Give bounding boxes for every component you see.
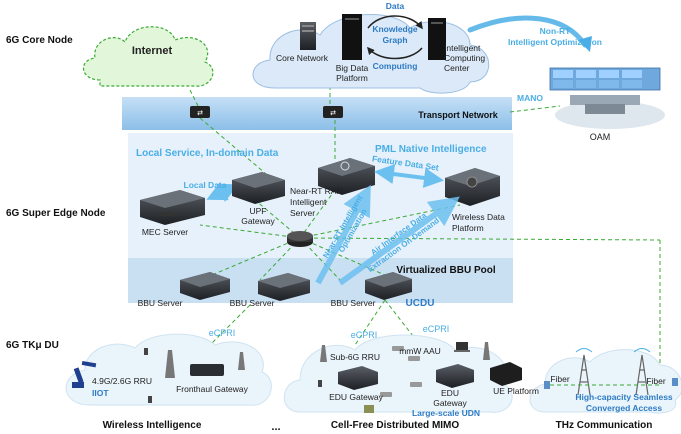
fiber-label-1: Fiber: [550, 374, 570, 384]
layer-label-tk-du: 6G TKμ DU: [6, 340, 59, 351]
tower-icon-1: [577, 354, 591, 396]
mano-label: MANO: [517, 93, 543, 103]
transport-switch-icon-2: ⇄: [323, 106, 343, 118]
non-rt-label-2: Intelligent Optimization: [508, 37, 602, 47]
sub6g-rru-label: Sub-6G RRU: [330, 352, 380, 362]
svg-text:⇄: ⇄: [330, 110, 336, 117]
fronthaul-gateway-label: Fronthaul Gateway: [176, 384, 249, 394]
internet-label: Internet: [132, 45, 173, 57]
oam-label: OAM: [590, 132, 611, 142]
mmw-aau-icon: [380, 346, 422, 397]
fiber-label-2: Fiber: [646, 376, 666, 386]
fiber-node-icon: [544, 378, 678, 389]
wireless-data-platform-label-2: Platform: [452, 223, 484, 233]
non-rt-arrowhead: [578, 36, 592, 52]
phone-icon: [144, 348, 322, 403]
near-rt-label-2: Intelligent: [290, 197, 327, 207]
wireless-intelligence-caption: Wireless Intelligence: [103, 420, 202, 431]
mec-server-icon: [140, 190, 205, 225]
intelligent-center-label-1: Intelligent: [444, 43, 481, 53]
ue-platform-icon: [490, 362, 522, 386]
bbu-server-label-1: BBU Server: [138, 298, 183, 308]
edu-gateway2-label-1: EDU: [441, 388, 459, 398]
mec-server-label: MEC Server: [142, 227, 188, 237]
core-network-server-icon: [300, 22, 316, 50]
intelligent-computing-server-icon: [428, 18, 446, 60]
large-udn-label: Large-scale UDN: [412, 408, 480, 418]
wireless-data-platform-label-1: Wireless Data: [452, 212, 505, 222]
edu-gateway-icon-2: [436, 364, 474, 388]
rru-49-label: 4.9G/2.6G RRU: [92, 376, 152, 386]
edu-gateway-icon-1: [338, 366, 378, 390]
svg-text:⇄: ⇄: [197, 110, 203, 117]
thz-caption-1: High-capacity Seamless: [575, 392, 673, 402]
thz-caption: THz Communication: [556, 420, 653, 431]
cell-free-caption: Cell-Free Distributed MIMO: [331, 420, 460, 431]
computing-label: Computing: [373, 61, 418, 71]
local-data-label: Local Data: [184, 180, 227, 190]
antenna-icon-rru: [165, 342, 490, 378]
edu-gateway2-label-2: Gateway: [433, 398, 467, 408]
layer-label-super-edge: 6G Super Edge Node: [6, 208, 106, 219]
tower-signal-icon: [575, 348, 651, 353]
local-data-arrow: [206, 182, 239, 202]
device-icon: [364, 405, 374, 413]
big-data-label-1: Big Data: [336, 63, 369, 73]
bbu-server-label-3: BBU Server: [331, 298, 376, 308]
internet-cloud: [83, 26, 214, 87]
edge-router-icon: [287, 231, 313, 247]
non-rt-label-1: Non-RT: [540, 26, 571, 36]
ucdu-label: UCDU: [406, 298, 435, 309]
near-rt-label-3: Server: [290, 208, 315, 218]
air-interface-arrow: [338, 196, 460, 286]
non-rt-arrow: [467, 15, 588, 48]
transport-network-label: Transport Network: [418, 110, 499, 120]
bbu-server-icon-2: [258, 273, 310, 301]
near-rt-label-1: Near-RT RAN: [290, 186, 343, 196]
knowledge-graph-label-2: Graph: [382, 35, 407, 45]
local-service-label: Local Service, In-domain Data: [136, 148, 279, 159]
cell-free-cloud: [283, 334, 513, 413]
data-label: Data: [386, 1, 405, 11]
knowledge-graph-label-1: Knowledge: [372, 24, 418, 34]
upf-gateway-label-2: Gateway: [241, 216, 275, 226]
transport-switch-icon-1: ⇄: [190, 106, 210, 118]
big-data-server-icon: [342, 14, 362, 60]
upf-gateway-icon: [232, 172, 285, 204]
core-network-label: Core Network: [276, 53, 329, 63]
feature-data-set-arrow: [374, 164, 444, 188]
tower-icon-2: [635, 354, 649, 396]
ellipsis-caption: ...: [271, 421, 280, 433]
ecpri-label-3: eCPRI: [423, 324, 450, 334]
bbu-pool-label: Virtualized BBU Pool: [396, 265, 495, 276]
transport-bar: [122, 97, 512, 130]
upf-gateway-label-1: UPF: [250, 206, 267, 216]
big-data-label-2: Platform: [336, 73, 368, 83]
mmw-aau-label: mmW AAU: [399, 346, 441, 356]
intelligent-center-label-2: Computing: [444, 53, 485, 63]
robot-arm-icon: [72, 360, 97, 388]
laptop-icon: [454, 342, 470, 352]
ecpri-label-2: eCPRI: [351, 330, 378, 340]
pml-label: PML Native Intelligence: [375, 144, 487, 155]
ecpri-label-1: eCPRI: [209, 328, 236, 338]
layer-label-core: 6G Core Node: [6, 35, 73, 46]
ue-platform-label: UE Platform: [493, 386, 539, 396]
intelligent-center-label-3: Center: [444, 63, 470, 73]
edu-gateway-label: EDU Gateway: [329, 392, 384, 402]
knowledge-graph-cycle: [367, 15, 423, 60]
oam-center-icon: [549, 67, 665, 129]
bbu-server-label-2: BBU Server: [230, 298, 275, 308]
bbu-server-icon-1: [180, 272, 230, 300]
fronthaul-gateway-icon: [190, 364, 224, 376]
bbu-server-icon-3: [365, 272, 412, 300]
iiot-label: IIOT: [92, 388, 109, 398]
near-rt-optimization-arrow: [315, 184, 371, 285]
thz-caption-2: Converged Access: [586, 403, 662, 413]
